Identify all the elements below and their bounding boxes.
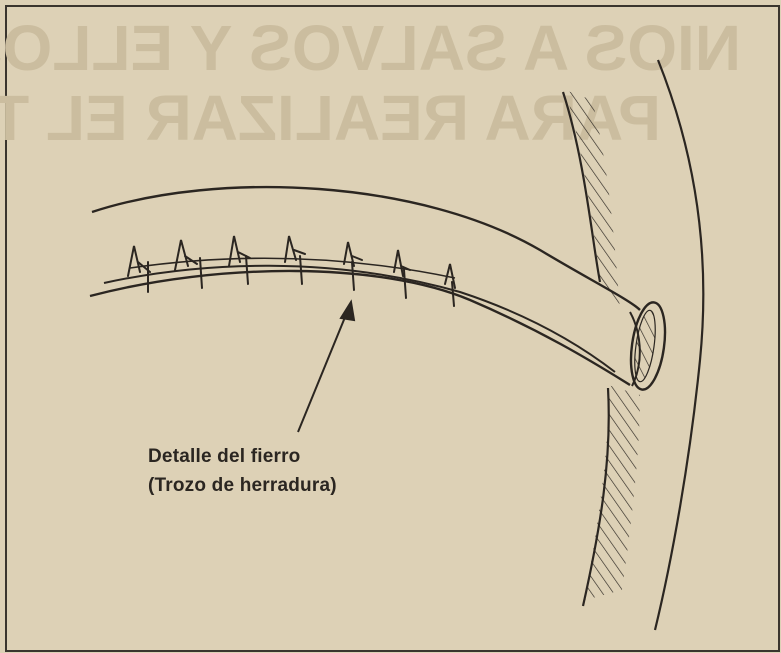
diagram-caption: Detalle del fierro (Trozo de herradura): [148, 442, 337, 500]
limb-upper-edge: [92, 187, 640, 310]
iron-strip-top: [104, 266, 615, 372]
ring-at-wall: [626, 300, 670, 392]
svg-text:PARA REALIZAR EL TRA: PARA REALIZAR EL TRA: [0, 82, 661, 154]
caption-line-2: (Trozo de herradura): [148, 471, 337, 500]
wall-right-outline: [655, 60, 703, 630]
hatched-ground-lower: [585, 385, 640, 600]
pointer-arrow: [298, 302, 354, 432]
limb-lower-edge: [90, 271, 630, 385]
svg-text:NIOS A SALVOS Y ELLOS: NIOS A SALVOS Y ELLOS: [0, 12, 741, 84]
show-through-print: NIOS A SALVOS Y ELLOS PARA REALIZAR EL T…: [0, 12, 741, 154]
caption-line-1: Detalle del fierro: [148, 442, 337, 471]
